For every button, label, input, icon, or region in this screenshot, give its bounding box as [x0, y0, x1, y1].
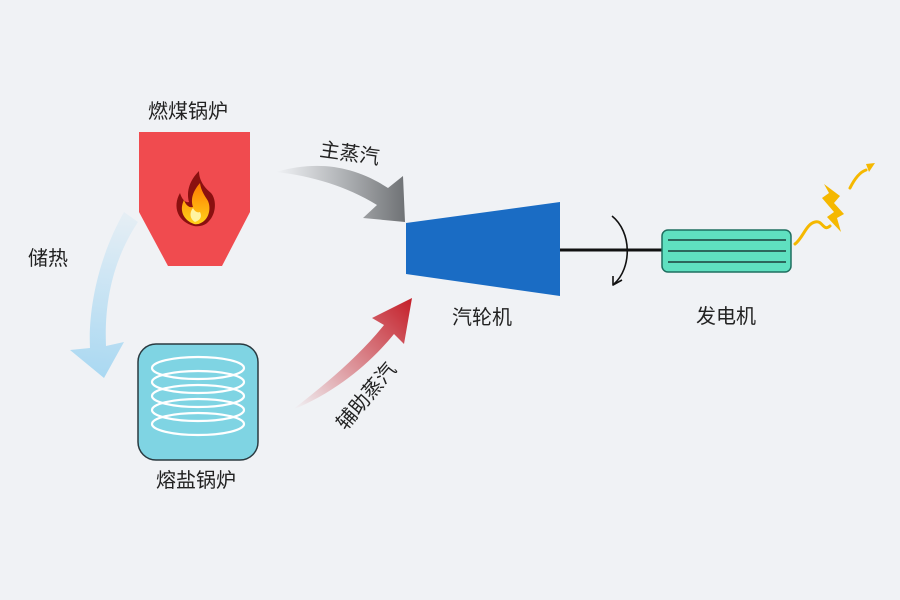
rotation-arrow-icon — [611, 215, 629, 286]
heat-storage-label: 储热 — [28, 246, 68, 270]
turbine-label: 汽轮机 — [452, 305, 512, 329]
molten-salt-boiler-label: 熔盐锅炉 — [156, 468, 236, 492]
heating-coil-icon — [150, 355, 246, 437]
wave-arrow-icon — [848, 168, 868, 190]
wave-arrow-icon — [793, 220, 832, 246]
molten-salt-boiler-body — [137, 343, 259, 461]
steam-turbine — [406, 202, 560, 296]
generator-label: 发电机 — [696, 304, 756, 328]
aux-steam-arrow — [292, 298, 412, 410]
main-steam-arrow — [276, 165, 405, 222]
molten-salt-boiler — [137, 343, 259, 461]
coal-boiler — [139, 132, 250, 266]
electricity-icon — [793, 163, 875, 246]
generator-windings — [668, 239, 786, 263]
coal-boiler-label: 燃煤锅炉 — [148, 99, 228, 123]
heat-storage-arrow — [70, 212, 138, 378]
lightning-icon — [822, 184, 844, 232]
flame-icon — [176, 171, 215, 227]
generator — [661, 229, 792, 273]
